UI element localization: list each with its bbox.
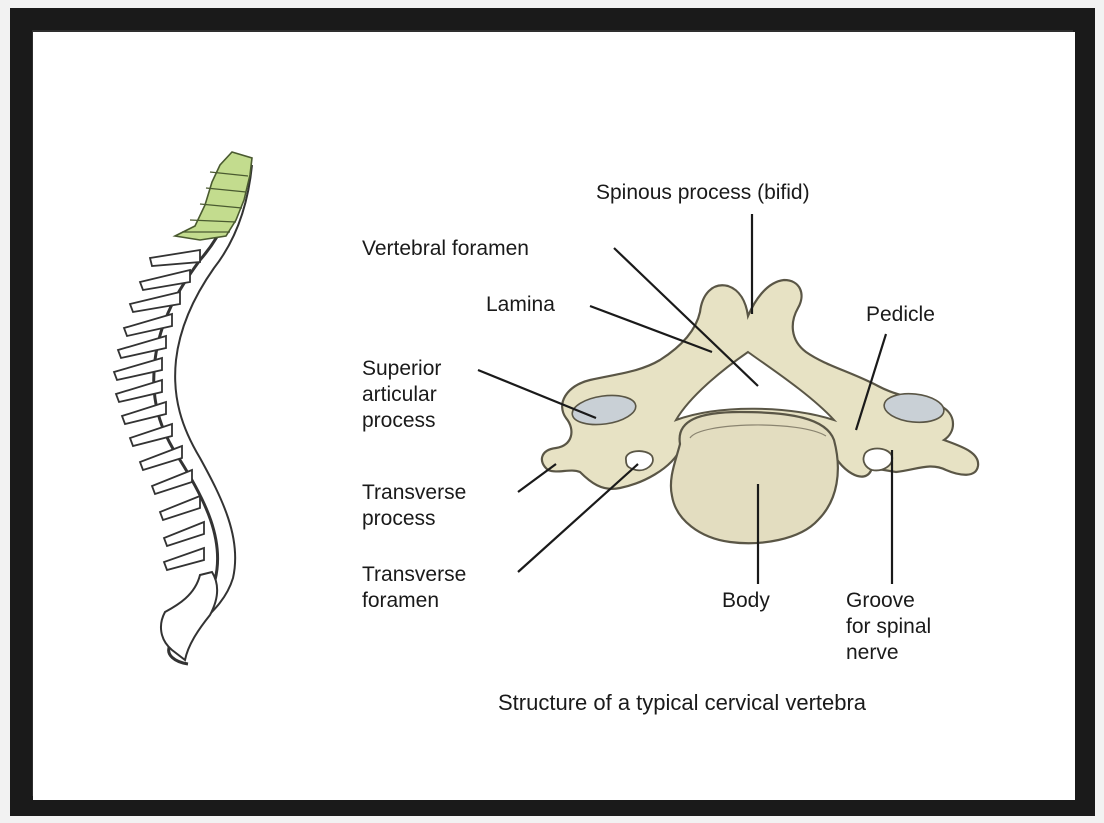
- sacrum: [161, 572, 217, 660]
- transverse-foramen-left: [626, 451, 653, 470]
- label-spinous-process: Spinous process (bifid): [596, 180, 810, 206]
- label-lamina: Lamina: [486, 292, 555, 318]
- label-pedicle: Pedicle: [866, 302, 935, 328]
- leader-transverse-foramen: [518, 464, 638, 572]
- label-groove-line1: Groove: [846, 588, 931, 614]
- leader-transverse-process: [518, 464, 556, 492]
- label-transverse-foramen-line2: foramen: [362, 588, 466, 614]
- label-transverse-foramen-line1: Transverse: [362, 562, 466, 588]
- label-transverse-foramen: Transverse foramen: [362, 562, 466, 614]
- transverse-foramen-right: [863, 449, 892, 471]
- spinous-processes: [114, 250, 204, 570]
- label-superior-line2: articular: [362, 382, 441, 408]
- label-transverse-process-line2: process: [362, 506, 466, 532]
- cervical-region: [175, 152, 252, 240]
- label-groove-line2: for spinal: [846, 614, 931, 640]
- label-superior-line3: process: [362, 408, 441, 434]
- label-superior-line1: Superior: [362, 356, 441, 382]
- label-superior-articular-process: Superior articular process: [362, 356, 441, 434]
- spinal-column-illustration: [114, 152, 252, 664]
- label-transverse-process-line1: Transverse: [362, 480, 466, 506]
- label-vertebral-foramen: Vertebral foramen: [362, 236, 529, 262]
- label-groove-line3: nerve: [846, 640, 931, 666]
- vertebral-body: [671, 412, 838, 543]
- label-groove-for-spinal-nerve: Groove for spinal nerve: [846, 588, 931, 666]
- label-transverse-process: Transverse process: [362, 480, 466, 532]
- figure-caption: Structure of a typical cervical vertebra: [498, 690, 866, 716]
- label-body: Body: [722, 588, 770, 614]
